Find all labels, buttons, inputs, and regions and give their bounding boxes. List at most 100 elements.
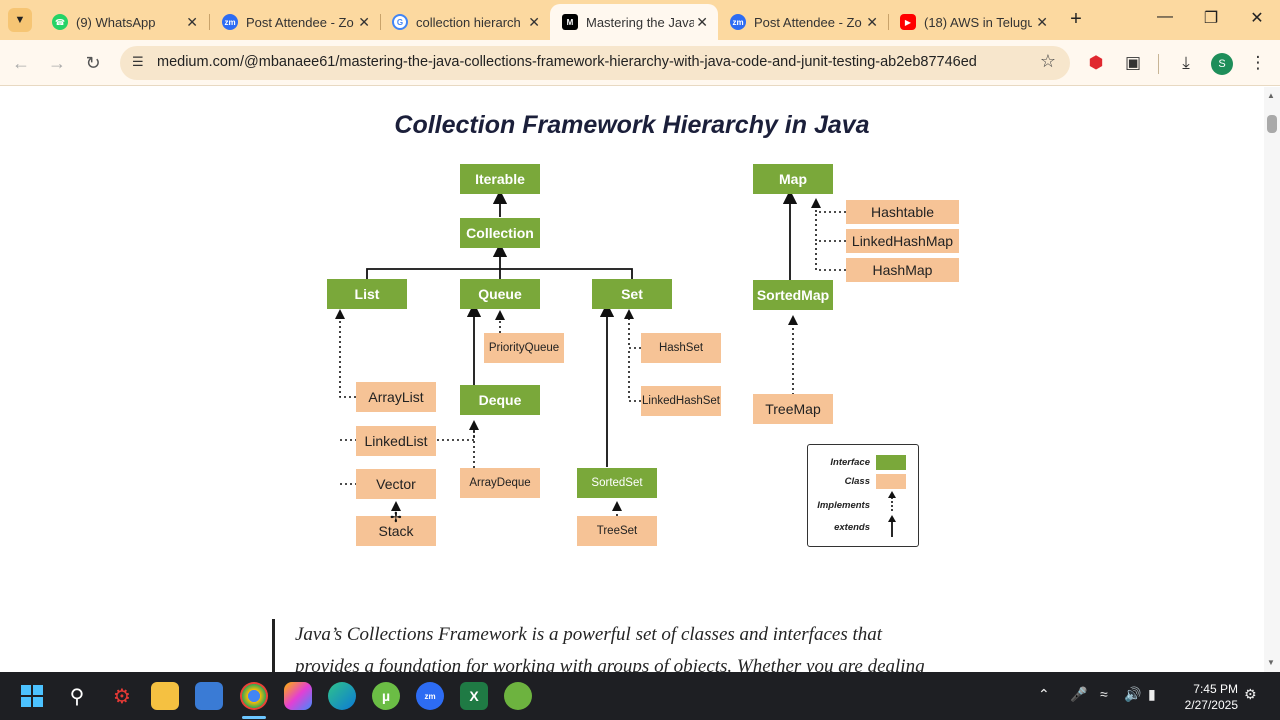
legend-interface-label: Interface [830, 457, 870, 468]
copilot-icon[interactable] [284, 682, 312, 710]
restore-button[interactable]: ❐ [1203, 10, 1219, 27]
tab-separator [888, 14, 889, 30]
windows-start-icon[interactable] [18, 682, 46, 710]
excel-icon[interactable]: X [460, 682, 488, 710]
node-arraydeque: ArrayDeque [460, 468, 540, 498]
node-linkedhashset: LinkedHashSet [641, 386, 721, 416]
microsoft-store-icon[interactable] [195, 682, 223, 710]
tab-post-attendee[interactable]: zm Post Attendee - Zo ✕ [210, 4, 380, 40]
active-app-indicator [242, 716, 266, 719]
medium-icon: M [562, 14, 578, 30]
file-explorer-icon[interactable] [151, 682, 179, 710]
tab-google-search[interactable]: G collection hierarch ✕ [380, 4, 550, 40]
legend-implements-label: Implements [817, 500, 870, 511]
diagram-title: Collection Framework Hierarchy in Java [394, 111, 870, 139]
utorrent-icon[interactable]: µ [372, 682, 400, 710]
reload-button[interactable]: ↻ [85, 53, 101, 73]
springboot-icon[interactable] [504, 682, 532, 710]
wifi-icon[interactable]: ≈ [1100, 686, 1108, 702]
download-icon[interactable]: ⤓ [1182, 53, 1190, 72]
zoom-icon: zm [222, 14, 238, 30]
node-linkedhashmap: LinkedHashMap [846, 229, 959, 253]
node-arraylist: ArrayList [356, 382, 436, 412]
zoom-icon[interactable]: zm [416, 682, 444, 710]
new-tab-button[interactable]: + [1070, 8, 1082, 30]
system-clock[interactable]: 7:45 PM 2/27/2025 [1176, 681, 1238, 713]
notification-icon[interactable]: ⚙ [1244, 686, 1257, 702]
url-text[interactable]: medium.com/@mbanaee61/mastering-the-java… [157, 54, 977, 70]
back-button[interactable]: ← [12, 53, 30, 73]
scroll-down-arrow-icon[interactable]: ▼ [1267, 658, 1275, 667]
tab-whatsapp[interactable]: ☎ (9) WhatsApp ✕ [40, 4, 208, 40]
profile-avatar[interactable]: S [1211, 53, 1233, 75]
windows-taskbar: ⚲ ⚙ µ zm X ⌃ 🎤 ≈ 🔊 ▮ 7:45 PM 2/27/2025 ⚙ [0, 672, 1280, 720]
page-content: Collection Framework Hierarchy in Java [0, 87, 1264, 672]
tab-title: collection hierarch [416, 14, 521, 30]
whatsapp-icon: ☎ [52, 14, 68, 30]
address-bar[interactable]: ☰ medium.com/@mbanaee61/mastering-the-ja… [120, 46, 1070, 80]
adblock-extension-icon[interactable]: ⬢ [1088, 53, 1104, 72]
close-icon[interactable]: ✕ [866, 13, 878, 30]
node-hashset: HashSet [641, 333, 721, 363]
close-icon[interactable]: ✕ [528, 13, 540, 30]
browser-toolbar: ← → ↻ ☰ medium.com/@mbanaee61/mastering-… [0, 40, 1280, 86]
minimize-button[interactable]: — [1157, 8, 1173, 25]
close-icon[interactable]: ✕ [696, 13, 708, 30]
show-hidden-icons-icon[interactable]: ⌃ [1038, 686, 1050, 702]
node-map: Map [753, 164, 833, 194]
bookmark-star-icon[interactable]: ☆ [1039, 51, 1056, 71]
zoom-icon: zm [730, 14, 746, 30]
article-blockquote: Java’s Collections Framework is a powerf… [272, 619, 972, 672]
tab-title: (18) AWS in Telugu [924, 14, 1032, 30]
legend-interface-swatch [876, 455, 906, 470]
youtube-icon: ▶ [900, 14, 916, 30]
tab-medium-active[interactable]: M Mastering the Java ✕ [550, 4, 718, 40]
menu-kebab-icon[interactable]: ⋮ [1249, 53, 1267, 72]
battery-icon[interactable]: ▮ [1148, 686, 1156, 702]
clock-date: 2/27/2025 [1184, 698, 1238, 712]
tab-title: Post Attendee - Zo [246, 14, 354, 30]
legend-class-label: Class [844, 476, 870, 487]
node-iterable: Iterable [460, 164, 540, 194]
google-icon: G [392, 14, 408, 30]
node-queue: Queue [460, 279, 540, 309]
security-app-icon[interactable]: ⚙ [113, 685, 131, 708]
node-collection: Collection [460, 218, 540, 248]
node-stack: Stack [356, 516, 436, 546]
node-set: Set [592, 279, 672, 309]
legend-extends-arrow [888, 515, 896, 537]
microphone-icon[interactable]: 🎤 [1070, 686, 1088, 702]
legend-extends-label: extends [834, 522, 870, 533]
article-line: provides a foundation for working with g… [295, 656, 925, 672]
scrollbar-thumb[interactable] [1267, 115, 1277, 133]
scroll-up-arrow-icon[interactable]: ▲ [1267, 91, 1275, 100]
node-sortedmap: SortedMap [753, 280, 833, 310]
tab-post-attendee-2[interactable]: zm Post Attendee - Zo ✕ [718, 4, 888, 40]
forward-button[interactable]: → [48, 53, 66, 73]
chrome-icon[interactable] [240, 682, 268, 710]
volume-icon[interactable]: 🔊 [1124, 686, 1142, 702]
tab-search-button[interactable]: ▼ [8, 8, 32, 32]
legend-class-swatch [876, 474, 906, 489]
close-icon[interactable]: ✕ [186, 13, 198, 30]
edge-icon[interactable] [328, 682, 356, 710]
node-priorityqueue: PriorityQueue [484, 333, 564, 363]
node-linkedlist: LinkedList [356, 426, 436, 456]
tab-youtube[interactable]: ▶ (18) AWS in Telugu ✕ [888, 4, 1058, 40]
tab-strip: ▼ ☎ (9) WhatsApp ✕ zm Post Attendee - Zo… [0, 0, 1280, 40]
site-info-icon[interactable]: ☰ [132, 54, 144, 69]
search-icon[interactable]: ⚲ [69, 685, 85, 708]
close-icon[interactable]: ✕ [1036, 13, 1048, 30]
vertical-scrollbar[interactable]: ▲ ▼ [1264, 87, 1280, 672]
tab-separator [380, 14, 381, 30]
move-cursor-icon: ✢ [390, 509, 402, 525]
window-close-button[interactable]: ✕ [1250, 10, 1264, 27]
tab-title: Mastering the Java [586, 14, 694, 30]
node-list: List [327, 279, 407, 309]
node-deque: Deque [460, 385, 540, 415]
extensions-puzzle-icon[interactable]: ▣ [1124, 53, 1142, 72]
node-vector: Vector [356, 469, 436, 499]
diagram-legend: Interface Class Implements extends [807, 444, 919, 547]
close-icon[interactable]: ✕ [358, 13, 370, 30]
node-treeset: TreeSet [577, 516, 657, 546]
